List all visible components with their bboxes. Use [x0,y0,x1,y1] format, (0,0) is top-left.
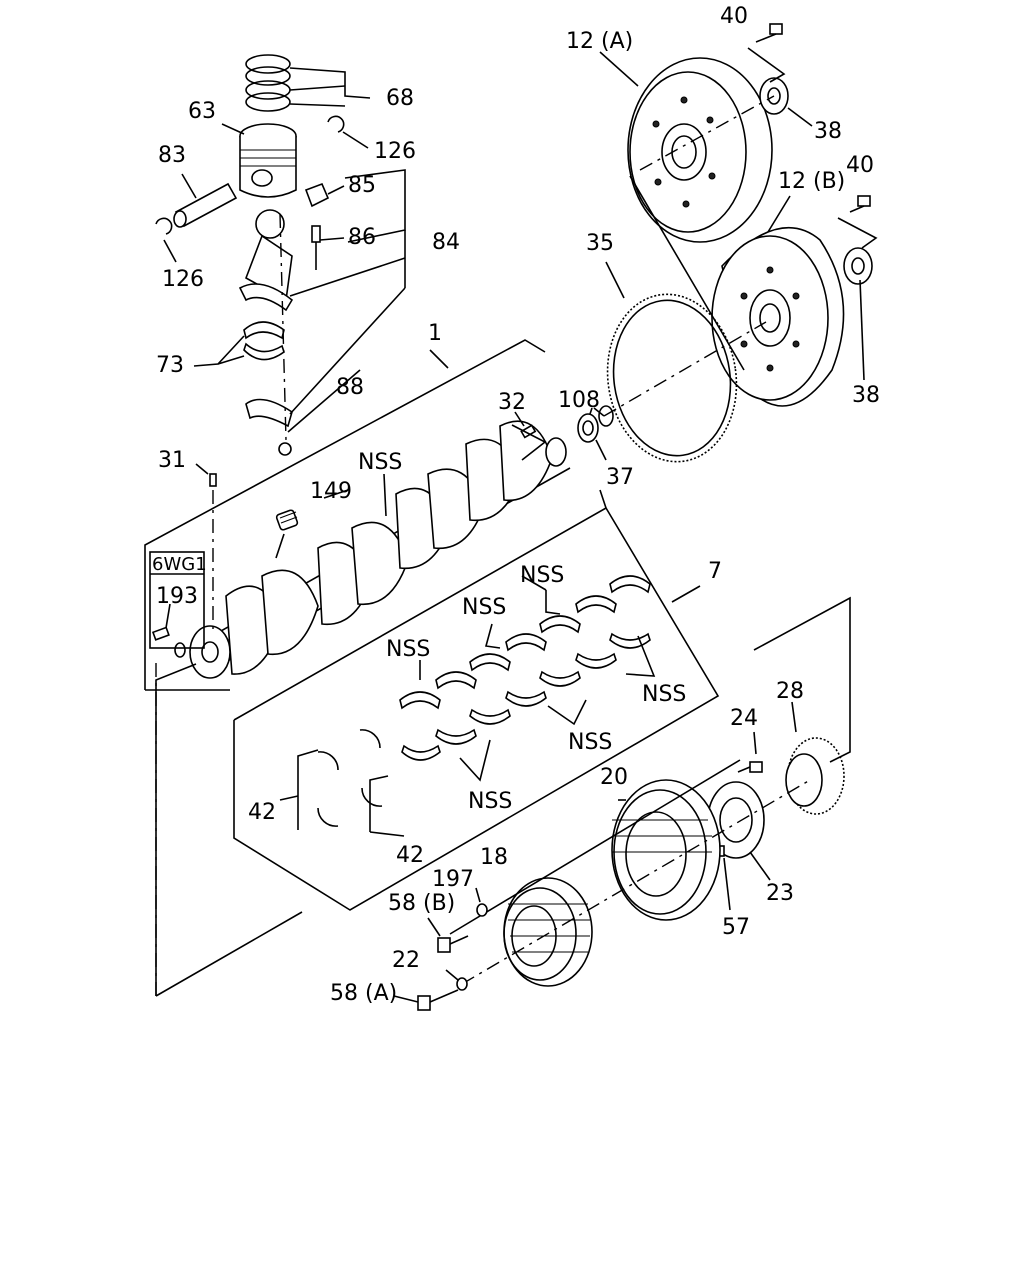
label-37: 37 [606,465,634,490]
label-40-b: 40 [846,153,874,178]
label-nss-3: NSS [386,637,430,662]
rod-bearing-shells [243,321,285,361]
ring-gear [606,293,738,463]
label-nss-5: NSS [568,730,612,755]
connecting-rod [238,209,294,312]
label-23: 23 [766,881,794,906]
label-86: 86 [348,225,376,250]
label-58b: 58 (B) [388,891,455,916]
flywheel-bolt-b [837,195,878,249]
snap-ring-lower [155,217,173,235]
flywheel-b [711,226,845,407]
label-38-a: 38 [814,119,842,144]
crankshaft [174,420,571,679]
label-42-left: 42 [248,800,276,825]
flywheel-a [627,57,773,243]
piston [239,123,297,198]
label-42-right: 42 [396,843,424,868]
label-197: 197 [432,867,474,892]
label-1: 1 [428,321,442,346]
model-box [149,551,205,649]
label-nss-2: NSS [462,595,506,620]
label-57: 57 [722,915,750,940]
washer-22 [445,969,468,991]
label-20: 20 [600,765,628,790]
pulley-bolt-b [427,917,469,953]
rod-cap [245,398,293,428]
label-28: 28 [776,679,804,704]
label-12b: 12 (B) [778,169,845,194]
rod-bolt [311,225,321,270]
label-83: 83 [158,143,186,168]
snap-ring-upper [327,115,345,133]
label-68: 68 [386,86,414,111]
crank-pulley [503,877,593,987]
piston-pin [173,182,238,228]
label-40-a: 40 [720,4,748,29]
pilot-pin [511,411,547,461]
small-end-bushing [304,182,330,208]
label-63: 63 [188,99,216,124]
label-38-b: 38 [852,383,880,408]
rear-oil-seal [577,413,599,443]
label-73: 73 [156,353,184,378]
retaining-ring [598,405,614,427]
main-bearing-shells [399,575,651,761]
label-126-upper: 126 [374,139,416,164]
label-35: 35 [586,231,614,256]
label-22: 22 [392,948,420,973]
label-84: 84 [432,230,460,255]
thrust-washers [317,729,383,827]
label-193: 193 [156,584,198,609]
torsional-damper [611,779,721,921]
label-85: 85 [348,173,376,198]
label-108: 108 [558,388,600,413]
label-12a: 12 (A) [566,29,633,54]
crank-gear [785,737,845,815]
label-nss-4: NSS [642,682,686,707]
label-32: 32 [498,390,526,415]
flange-bolt [737,731,763,773]
label-nss-1: NSS [520,563,564,588]
label-7: 7 [708,559,722,584]
label-24: 24 [730,706,758,731]
flywheel-bolt-a [747,23,786,83]
label-18: 18 [480,845,508,870]
pilot-bearing-b [843,247,873,285]
label-58a: 58 (A) [330,981,397,1006]
washer-197 [475,887,488,917]
rod-nut [278,442,292,456]
label-nss-6: NSS [468,789,512,814]
label-6wg1: 6WG1 [152,554,207,575]
dowel-pin [209,473,217,630]
label-149: 149 [310,479,352,504]
piston-rings [245,54,371,112]
label-126-lower: 126 [162,267,204,292]
timing-gear-small [275,489,349,559]
label-31: 31 [158,448,186,473]
label-88: 88 [336,375,364,400]
pulley-bolt-a [393,989,459,1011]
label-nss-crank: NSS [358,450,402,475]
